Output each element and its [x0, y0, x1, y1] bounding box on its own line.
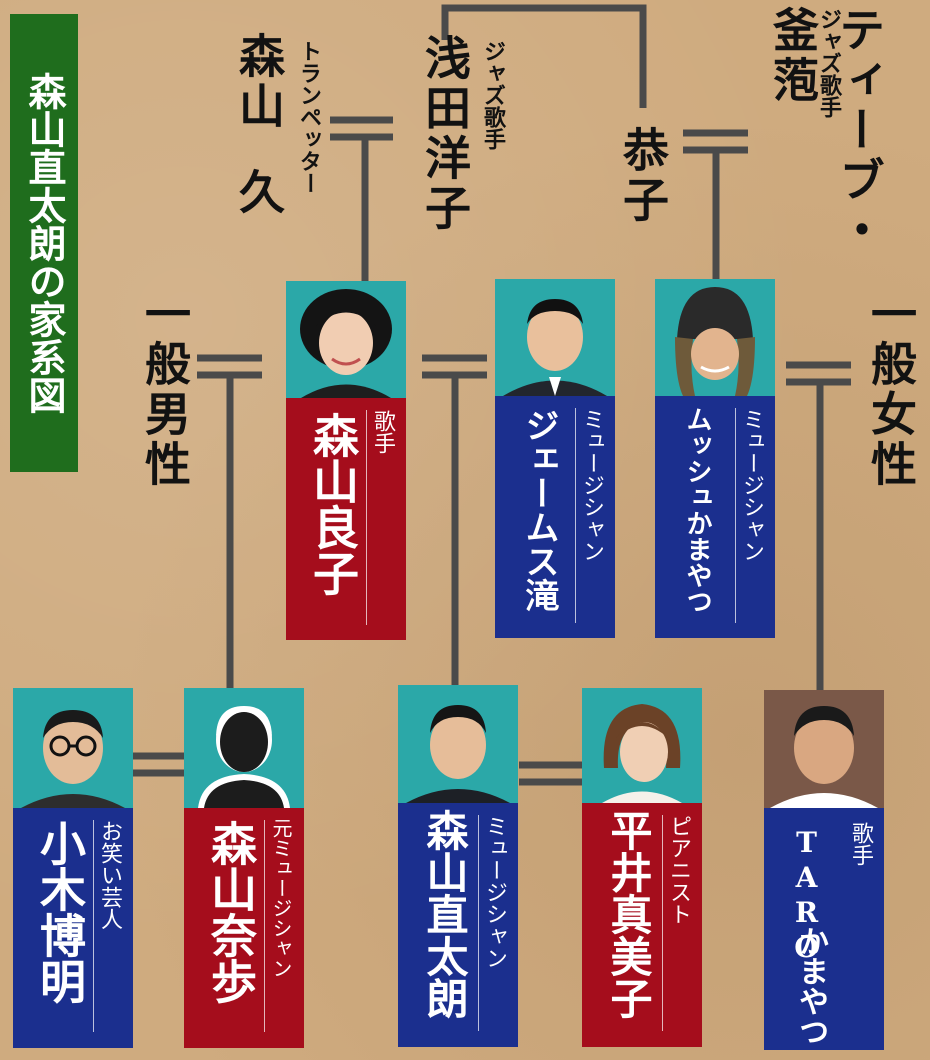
ryoko-occupation: 歌手 [370, 410, 395, 454]
james-name: ジェームス滝 [519, 408, 559, 612]
tivu-name: ティーブ・釜萢 [766, 6, 886, 256]
mussh-photo [655, 279, 775, 396]
card-mussh-kamayatsu[interactable]: ミュージシャン ムッシュかまやつ [655, 279, 775, 638]
kogi-photo [13, 688, 133, 808]
naho-occupation: 元ミュージシャン [269, 818, 293, 978]
hirai-photo [582, 688, 702, 803]
naho-photo [184, 688, 304, 808]
naotaro-nameplate: ミュージシャン 森山直太朗 [398, 803, 518, 1047]
james-photo [495, 279, 615, 396]
woman-bob-hair-icon [602, 704, 682, 803]
taro-photo [764, 690, 884, 808]
mussh-nameplate: ミュージシャン ムッシュかまやつ [655, 396, 775, 638]
man-photo-icon [764, 690, 884, 808]
man-suit-icon [503, 299, 607, 396]
james-separator [575, 408, 576, 623]
man-beanie-icon [675, 287, 755, 396]
card-moriyama-naotaro[interactable]: ミュージシャン 森山直太朗 [398, 685, 518, 1047]
kogi-occupation: お笑い芸人 [97, 820, 122, 930]
kogi-nameplate: お笑い芸人 小木博明 [13, 808, 133, 1048]
taro-name-latin: TARO [790, 826, 823, 966]
mussh-separator [735, 408, 736, 623]
kogi-name: 小木博明 [33, 820, 87, 1004]
card-hirai-mamiko[interactable]: ピアニスト 平井真美子 [582, 688, 702, 1047]
man-short-hair-icon [406, 705, 510, 803]
ryoko-name: 森山良子 [306, 412, 360, 596]
naho-nameplate: 元ミュージシャン 森山奈歩 [184, 808, 304, 1048]
mussh-name: ムッシュかまやつ [682, 406, 712, 614]
naho-name: 森山奈歩 [204, 820, 258, 1004]
card-taro-kamayatsu[interactable]: 歌手 TARO かまやつ [764, 690, 884, 1050]
hisashi-name-surname: 森山 [232, 32, 286, 132]
hirai-separator [662, 815, 663, 1031]
page-title: 森山直太朗の家系図 [10, 14, 78, 472]
james-occupation: ミュージシャン [579, 408, 604, 562]
naotaro-occupation: ミュージシャン [482, 815, 507, 969]
ippan-dansei-name: 一般男性 [138, 290, 192, 490]
naotaro-separator [478, 815, 479, 1031]
card-moriyama-naho[interactable]: 元ミュージシャン 森山奈歩 [184, 688, 304, 1048]
hirai-nameplate: ピアニスト 平井真美子 [582, 803, 702, 1047]
line-top-bracket [441, 4, 647, 108]
taro-name-kana: かまやつ [793, 926, 828, 1046]
card-moriyama-ryoko[interactable]: 歌手 森山良子 [286, 281, 406, 640]
naotaro-photo [398, 685, 518, 803]
ippan-josei-name: 一般女性 [864, 290, 918, 490]
ryoko-photo [286, 281, 406, 398]
hisashi-occupation: トランペッター [296, 40, 321, 194]
taro-nameplate: 歌手 TARO かまやつ [764, 808, 884, 1050]
ryoko-separator [366, 410, 367, 625]
james-nameplate: ミュージシャン ジェームス滝 [495, 396, 615, 638]
kyoko-name: 恭子 [616, 126, 670, 226]
naotaro-name: 森山直太朗 [420, 809, 469, 1019]
naho-separator [264, 820, 265, 1032]
hisashi-name-given: 久 [232, 168, 286, 218]
yoko-occupation: ジャズ歌手 [480, 40, 505, 150]
card-james-taki[interactable]: ミュージシャン ジェームス滝 [495, 279, 615, 638]
tivu-occupation: ジャズ歌手 [816, 8, 841, 118]
woman-curly-hair-icon [300, 289, 392, 398]
mussh-occupation: ミュージシャン [739, 408, 764, 562]
yoko-name: 浅田洋子 [418, 34, 472, 234]
ryoko-nameplate: 歌手 森山良子 [286, 398, 406, 640]
man-glasses-icon [21, 710, 125, 808]
card-kogi-hiroaki[interactable]: お笑い芸人 小木博明 [13, 688, 133, 1048]
silhouette-person-icon [198, 706, 290, 808]
hirai-occupation: ピアニスト [666, 815, 691, 925]
hirai-name: 平井真美子 [604, 809, 653, 1019]
kogi-separator [93, 820, 94, 1032]
taro-occupation: 歌手 [848, 822, 873, 866]
